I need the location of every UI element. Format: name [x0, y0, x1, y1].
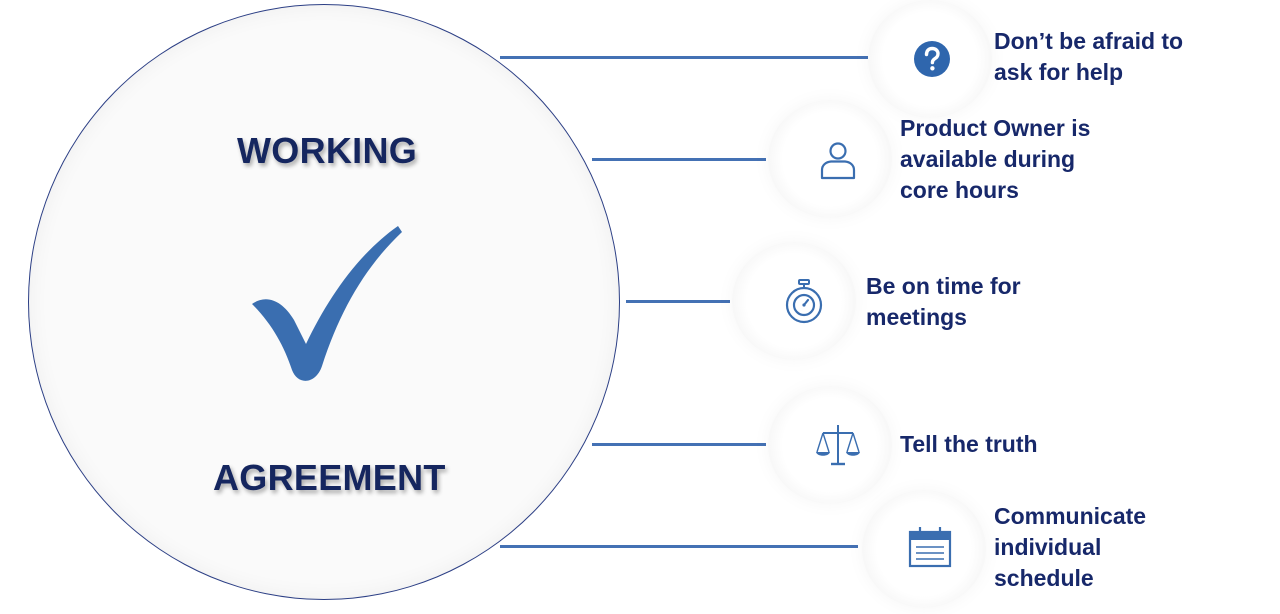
item-label-2: Product Owner is available during core h…: [900, 115, 1091, 203]
item-label-4: Tell the truth: [900, 431, 1038, 457]
checkmark-icon: [252, 226, 402, 381]
connector-line-3: [626, 300, 730, 303]
calendar-icon: [908, 527, 952, 568]
scales-icon: [816, 425, 860, 466]
item-label-1: Don’t be afraid to ask for help: [994, 28, 1184, 85]
icon-bubble-5: [862, 490, 986, 608]
icon-bubble-4: [768, 386, 892, 504]
connector-line-5: [500, 545, 858, 548]
title-working: WORKING: [237, 130, 418, 171]
main-circle: [28, 4, 620, 600]
item-label-3: Be on time for meetings: [866, 273, 1021, 330]
question-icon: [914, 41, 950, 77]
stopwatch-icon: [785, 279, 823, 324]
connector-line-2: [592, 158, 766, 161]
item-label-5: Communicate individual schedule: [994, 503, 1147, 591]
title-agreement: AGREEMENT: [213, 457, 446, 498]
icon-bubble-2: [768, 100, 892, 218]
connector-line-1: [500, 56, 868, 59]
connector-line-4: [592, 443, 766, 446]
person-icon: [820, 142, 856, 180]
